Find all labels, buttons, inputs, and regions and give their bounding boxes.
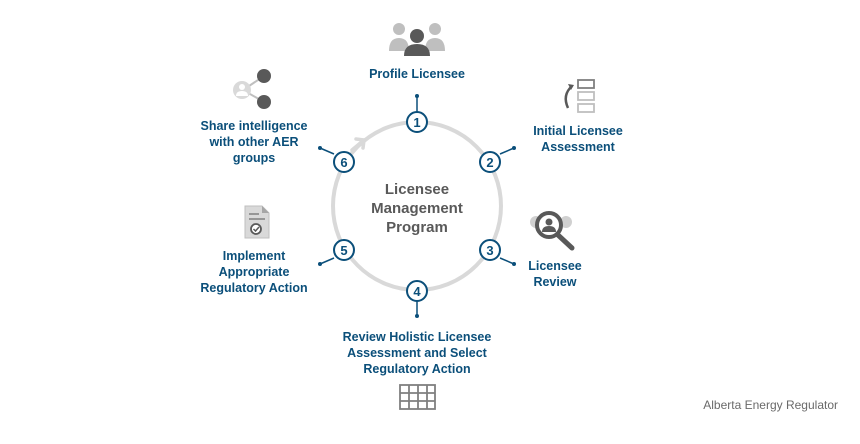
step-4-label-line-1: Review Holistic Licensee bbox=[343, 330, 492, 344]
step-2-label-line-2: Assessment bbox=[541, 140, 615, 154]
step-3-label-line-1: Licensee bbox=[528, 259, 582, 273]
step-2-marker: 2 bbox=[479, 151, 501, 173]
step-5-label-line-3: Regulatory Action bbox=[200, 281, 307, 295]
step-1-marker: 1 bbox=[406, 111, 428, 133]
step-3-marker: 3 bbox=[479, 239, 501, 261]
step-2-label-line-1: Initial Licensee bbox=[533, 124, 623, 138]
magnifier-person-icon bbox=[530, 211, 575, 251]
step-1-label-line-1: Profile Licensee bbox=[369, 67, 465, 81]
step-5-label-line-1: Implement bbox=[223, 249, 286, 263]
center-title-line-1: Licensee bbox=[385, 181, 449, 198]
flowchart-cycle-icon bbox=[564, 79, 595, 113]
connector-lines bbox=[319, 96, 515, 316]
grid-table-icon bbox=[399, 384, 436, 410]
step-4-marker: 4 bbox=[406, 280, 428, 302]
step-6-marker: 6 bbox=[333, 151, 355, 173]
step-6-label-line-1: Share intelligence bbox=[201, 119, 308, 133]
step-4-label-line-2: Assessment and Select bbox=[347, 346, 487, 360]
document-check-icon bbox=[244, 205, 270, 239]
center-title-line-3: Program bbox=[386, 219, 448, 236]
share-nodes-icon bbox=[233, 69, 271, 109]
svg-text:3: 3 bbox=[486, 243, 493, 258]
step-6-label-line-2: with other AER bbox=[208, 135, 298, 149]
svg-text:6: 6 bbox=[340, 155, 347, 170]
step-5-label-line-2: Appropriate bbox=[219, 265, 290, 279]
step-4-label-line-3: Regulatory Action bbox=[363, 362, 470, 376]
svg-text:5: 5 bbox=[340, 243, 347, 258]
center-title-line-2: Management bbox=[371, 200, 463, 217]
svg-text:4: 4 bbox=[413, 284, 421, 299]
step-5-marker: 5 bbox=[333, 239, 355, 261]
svg-text:1: 1 bbox=[413, 115, 420, 130]
step-3-label-line-2: Review bbox=[533, 275, 576, 289]
cycle-arrow-icon bbox=[350, 137, 366, 152]
svg-text:2: 2 bbox=[486, 155, 493, 170]
footer-organization: Alberta Energy Regulator bbox=[703, 398, 838, 412]
step-6-label-line-3: groups bbox=[233, 151, 275, 165]
connector-dots bbox=[318, 94, 516, 318]
people-group-icon bbox=[389, 23, 445, 56]
